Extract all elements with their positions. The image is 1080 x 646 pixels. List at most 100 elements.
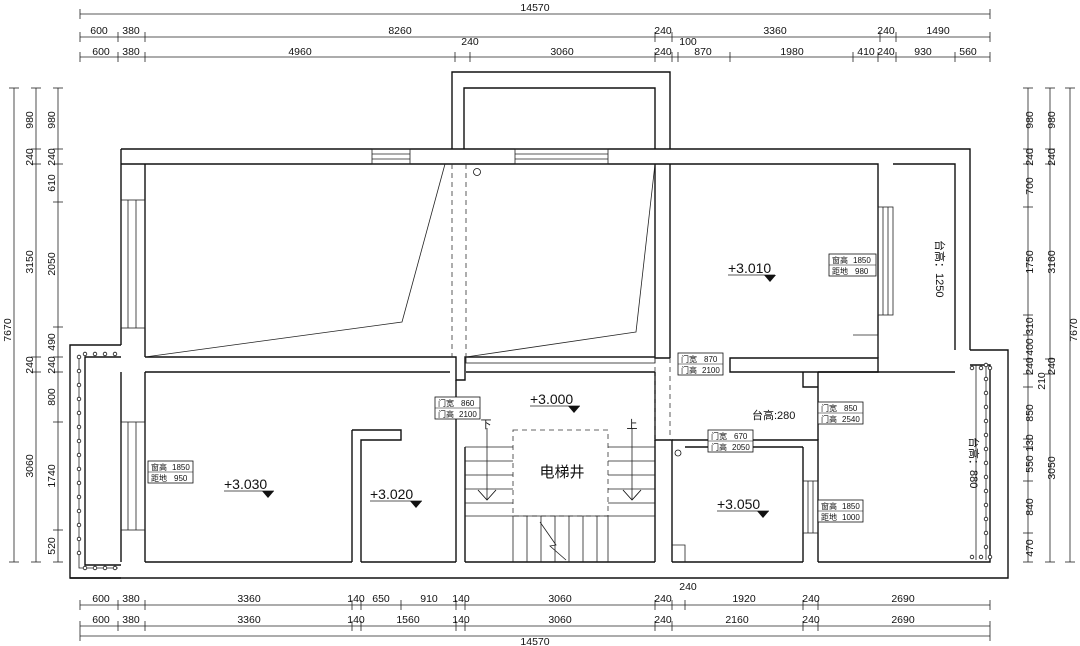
- window-east-1: [877, 206, 894, 316]
- left-dim: 240: [46, 356, 58, 374]
- bottom-dim: 240: [654, 593, 672, 605]
- railing-post: [969, 365, 975, 371]
- bottom-dim: 3360: [237, 614, 261, 626]
- level-marker-hall: +3.000: [530, 391, 580, 413]
- bottom-dim: 240: [654, 614, 672, 626]
- railing-post: [102, 351, 108, 357]
- railing-post: [76, 382, 82, 388]
- tag-value: 980: [855, 267, 869, 276]
- window-middle: [465, 356, 656, 364]
- tag-value: 870: [704, 355, 718, 364]
- walls: [69, 71, 1009, 579]
- railing-post: [983, 390, 989, 396]
- tag-label: 门高: [711, 442, 727, 452]
- level-marker-room-ne: +3.010: [728, 260, 776, 282]
- right-dim: 240: [1024, 357, 1036, 375]
- bottom-dim: 3360: [237, 593, 261, 605]
- tag-label: 门宽: [711, 431, 727, 441]
- bottom-dim: 140: [452, 614, 470, 626]
- tag-value: 1850: [853, 256, 871, 265]
- level-marker-room-small: +3.020: [370, 486, 422, 508]
- railing-post: [76, 410, 82, 416]
- top-dim: 240: [877, 25, 895, 37]
- stair-down-label: 下: [481, 419, 492, 431]
- bottom-dim: 2160: [725, 614, 749, 626]
- stair-up-label: 上: [627, 418, 638, 431]
- railing-post: [983, 432, 989, 438]
- right-dim: 700: [1024, 177, 1036, 195]
- tag-label: 距地: [821, 512, 837, 522]
- tag-value: 2100: [702, 366, 720, 375]
- tag-value: 1000: [842, 513, 860, 522]
- left-dimensions: 7670 980 240 3150 240 3060 980 240 610 2…: [2, 87, 63, 563]
- bottom-dim: 2690: [891, 593, 915, 605]
- railing-post: [76, 466, 82, 472]
- sill-height-east: 台高：1250: [933, 240, 947, 297]
- bottom-dim: 2690: [891, 614, 915, 626]
- left-dim: 610: [46, 174, 58, 192]
- tag-label: 门宽: [681, 354, 697, 364]
- right-dim: 850: [1024, 404, 1036, 422]
- railing-post: [983, 530, 989, 536]
- tag-label: 门高: [681, 365, 697, 375]
- railing-post: [76, 354, 82, 360]
- tag-label: 门宽: [821, 403, 837, 413]
- left-dim: 520: [46, 537, 58, 555]
- bottom-dim: 910: [420, 593, 438, 605]
- tag-window-ne: 窗高 1850 距地 980: [828, 253, 877, 277]
- right-dim: 840: [1024, 498, 1036, 516]
- railing-post: [987, 365, 993, 371]
- railing-post: [983, 544, 989, 550]
- left-dim: 980: [24, 111, 36, 129]
- railing-post: [112, 565, 118, 571]
- railing-post: [76, 536, 82, 542]
- railing-post: [76, 522, 82, 528]
- level-text: +3.020: [370, 486, 413, 502]
- tag-label: 距地: [832, 266, 848, 276]
- sill-height-middle: 台高:280: [752, 408, 795, 422]
- bottom-dimensions: 600 380 3360 140 650 910 140 3060 240 24…: [79, 581, 991, 646]
- top-dimensions: 14570 600 380 8260 240 3360 240 1490 600…: [79, 2, 991, 62]
- top-dim: 240: [877, 46, 895, 58]
- railing-post: [76, 438, 82, 444]
- bottom-dim: 140: [452, 593, 470, 605]
- railing-post: [983, 474, 989, 480]
- drain-icon: [674, 449, 682, 457]
- level-text: +3.030: [224, 476, 267, 492]
- railing-post: [112, 351, 118, 357]
- level-text: +3.010: [728, 260, 771, 276]
- railing-post: [76, 480, 82, 486]
- bottom-dim: 380: [122, 593, 140, 605]
- bottom-dim: 240: [679, 581, 697, 593]
- top-dim: 930: [914, 46, 932, 58]
- bottom-dim: 600: [92, 614, 110, 626]
- top-dim: 1490: [926, 25, 950, 37]
- windows: [120, 148, 894, 534]
- top-dim: 3360: [763, 25, 787, 37]
- tag-value: 2050: [732, 443, 750, 452]
- right-dim: 240: [1046, 357, 1058, 375]
- railing-post: [76, 550, 82, 556]
- window-west-2: [120, 421, 146, 531]
- top-dim: 600: [90, 25, 108, 37]
- railing-post: [983, 446, 989, 452]
- right-dim: 980: [1046, 111, 1058, 129]
- left-dim: 490: [46, 333, 58, 351]
- tag-value: 950: [174, 474, 188, 483]
- bottom-total-dim: 14570: [520, 636, 549, 646]
- railing-post: [987, 554, 993, 560]
- tag-value: 860: [461, 399, 475, 408]
- arrow-down-icon: [622, 489, 642, 501]
- tag-window-sw: 窗高 1850 距地 950: [147, 460, 194, 484]
- right-dimensions: 980 240 700 1750 310 400 240 210 850 130…: [1023, 87, 1080, 563]
- bottom-dim: 3060: [548, 614, 572, 626]
- top-dim: 1980: [780, 46, 804, 58]
- tag-label: 门高: [438, 409, 454, 419]
- right-dim: 980: [1024, 111, 1036, 129]
- tag-label: 门宽: [438, 398, 454, 408]
- left-dim: 3060: [24, 454, 36, 478]
- left-dim: 240: [24, 356, 36, 374]
- railing-post: [82, 565, 88, 571]
- left-dim: 2050: [46, 252, 58, 276]
